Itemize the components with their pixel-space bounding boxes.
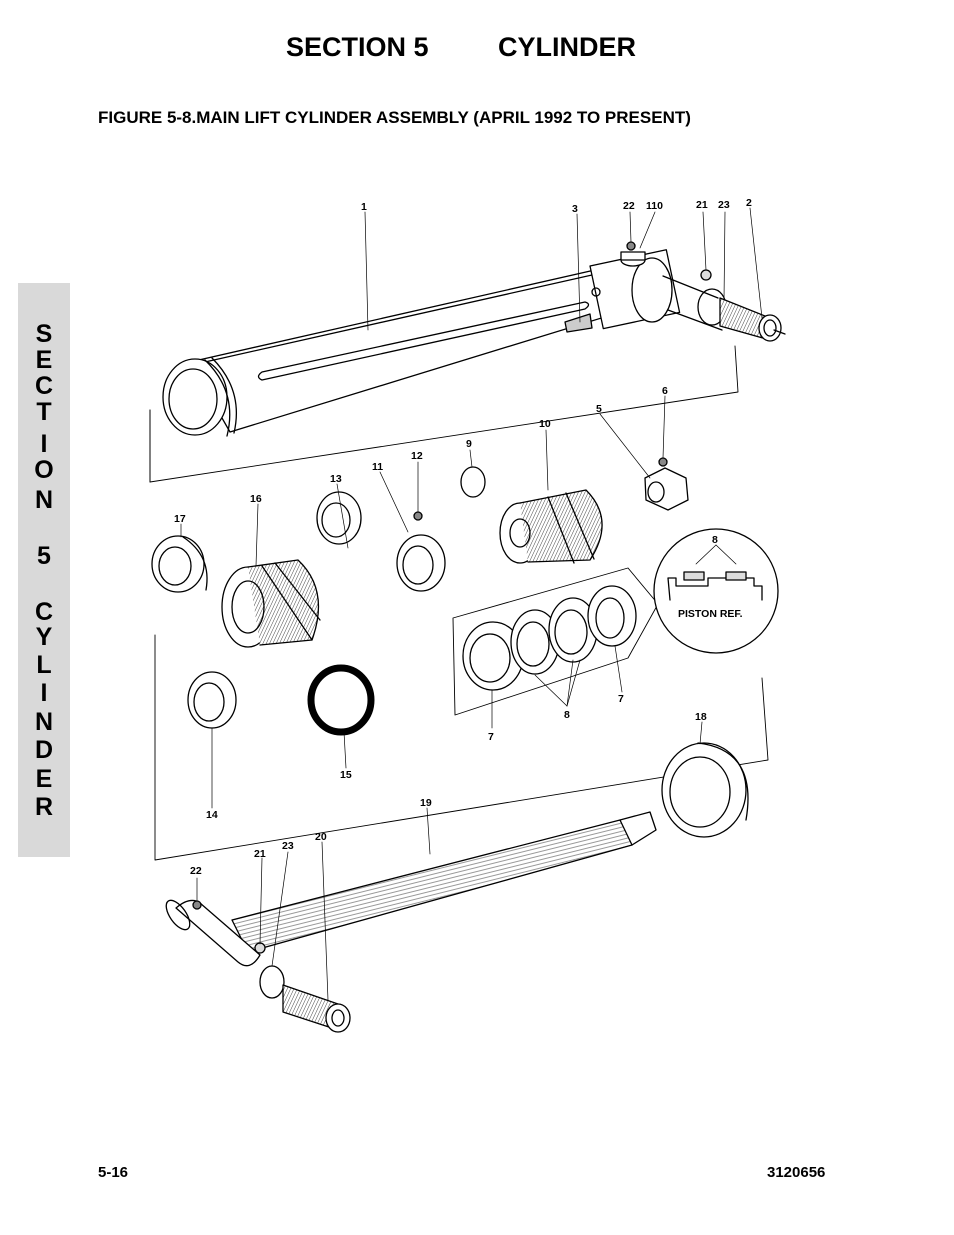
callout-22: 22 <box>623 200 635 212</box>
section-header: SECTION 5 CYLINDER <box>0 32 954 72</box>
bushing-lower-part <box>187 671 237 729</box>
head-part <box>221 559 321 648</box>
side-tab-char: I <box>40 430 48 458</box>
callout-6: 6 <box>662 385 668 397</box>
piston-ref-label: PISTON REF. <box>678 608 743 620</box>
callout-21-lower: 21 <box>254 848 266 860</box>
callout-15: 15 <box>340 769 352 781</box>
callout-7-lower: 7 <box>488 731 494 743</box>
side-tab-char: E <box>35 765 53 793</box>
collar-part <box>396 534 446 592</box>
side-tab-char: Y <box>35 623 53 651</box>
page-number: 5-16 <box>98 1164 129 1181</box>
seal-rings-part <box>462 585 637 691</box>
piston-ref-detail <box>653 528 779 654</box>
side-tab-char: T <box>36 398 52 426</box>
set-screw-part <box>413 511 423 521</box>
side-tab-char: N <box>34 708 54 736</box>
callout-23: 23 <box>718 199 730 211</box>
document-number: 3120656 <box>767 1164 826 1181</box>
callout-22-lower: 22 <box>190 865 202 877</box>
barrel-part <box>162 241 723 437</box>
wiper-part <box>151 535 208 593</box>
callout-3: 3 <box>572 203 578 215</box>
callout-7: 7 <box>618 693 624 705</box>
section-side-tab: S E C T I O N 5 C Y L I N D E R <box>18 283 70 857</box>
figure-title: FIGURE 5-8.MAIN LIFT CYLINDER ASSEMBLY (… <box>98 108 691 127</box>
callout-20: 20 <box>315 831 327 843</box>
ring-lower-part <box>259 965 285 999</box>
rod-seal-part <box>307 664 375 736</box>
side-tab-char: D <box>34 736 54 764</box>
callout-8-detail: 8 <box>712 534 718 546</box>
callout-5: 5 <box>596 403 602 415</box>
callout-19: 19 <box>420 797 432 809</box>
side-tab-char: N <box>34 486 54 514</box>
fitting-lower-part <box>254 942 266 954</box>
callout-18: 18 <box>695 711 707 723</box>
lock-nut-part <box>644 457 689 511</box>
callout-14: 14 <box>206 809 218 821</box>
callout-9: 9 <box>466 438 472 450</box>
callout-11: 11 <box>372 461 383 473</box>
callout-13: 13 <box>330 473 342 485</box>
rod-part <box>165 811 657 967</box>
side-tab-char: 5 <box>37 542 51 570</box>
side-tab-char: L <box>36 651 52 679</box>
callout-17: 17 <box>174 513 186 525</box>
bushing-part <box>719 297 786 342</box>
fitting-part <box>700 269 712 281</box>
side-tab-char: C <box>34 372 54 400</box>
section-name: CYLINDER <box>498 32 637 62</box>
callout-16: 16 <box>250 493 262 505</box>
callout-8: 8 <box>564 709 570 721</box>
side-tab-char: I <box>40 679 48 707</box>
side-tab-char: O <box>34 456 54 484</box>
piston-part <box>499 489 603 564</box>
callout-110: 110 <box>646 200 663 212</box>
side-tab-char: C <box>34 598 54 626</box>
side-tab-char: S <box>35 320 53 348</box>
section-number: SECTION 5 <box>286 32 429 62</box>
stop-collar-part <box>661 742 749 838</box>
bearing-part <box>316 491 362 545</box>
callout-21: 21 <box>696 199 708 211</box>
side-tab-char: E <box>35 346 53 374</box>
callout-23-lower: 23 <box>282 840 294 852</box>
callout-2: 2 <box>746 197 752 209</box>
callout-10: 10 <box>539 418 551 430</box>
side-tab-char: R <box>34 793 54 821</box>
bushing-rod-part <box>282 984 351 1033</box>
o-ring-part <box>460 466 486 498</box>
callout-12: 12 <box>411 450 423 462</box>
callout-1: 1 <box>361 201 367 213</box>
